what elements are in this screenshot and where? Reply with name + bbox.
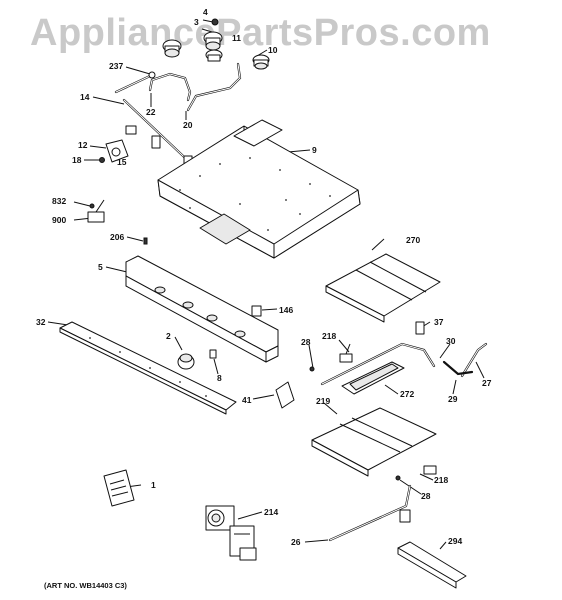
callout-29: 29	[448, 394, 458, 404]
knob-2	[177, 353, 195, 370]
callout-10: 10	[268, 45, 278, 55]
grate-219	[311, 407, 437, 477]
callout-2: 2	[166, 331, 171, 341]
screw-206	[143, 237, 148, 245]
tube-27	[442, 342, 488, 378]
callout-4: 4	[203, 7, 208, 17]
control-panel-5	[125, 255, 279, 363]
clip-146	[251, 305, 262, 317]
callout-9: 9	[312, 145, 317, 155]
callout-22: 22	[146, 107, 156, 117]
cover-41	[275, 381, 295, 409]
callout-12: 12	[78, 140, 88, 150]
callout-14: 14	[80, 92, 90, 102]
callout-5: 5	[98, 262, 103, 272]
callout-28-lower: 28	[421, 491, 431, 501]
callout-26: 26	[291, 537, 301, 547]
callout-37: 37	[434, 317, 444, 327]
callout-272: 272	[400, 389, 415, 399]
callout-832: 832	[52, 196, 67, 206]
igniter-218-lower	[395, 465, 437, 481]
callout-1: 1	[151, 480, 156, 490]
burner-tube-30	[320, 321, 436, 386]
screw-4	[211, 18, 219, 26]
strip-294	[397, 541, 467, 589]
callout-3: 3	[194, 17, 199, 27]
rod-26	[328, 484, 412, 542]
gas-tube-22	[148, 72, 192, 102]
callout-294: 294	[448, 536, 463, 546]
callout-20: 20	[183, 120, 193, 130]
callout-900: 900	[52, 215, 67, 225]
art-number: (ART NO. WB14403 C3)	[44, 581, 127, 590]
burner-valve-left	[162, 39, 182, 58]
callout-15: 15	[117, 157, 127, 167]
burner-box-pan-9	[157, 119, 361, 259]
callout-18: 18	[72, 155, 82, 165]
callout-8: 8	[217, 373, 222, 383]
callout-218-lower: 218	[434, 475, 449, 485]
callout-32: 32	[36, 317, 46, 327]
callout-214: 214	[264, 507, 279, 517]
callout-219: 219	[316, 396, 331, 406]
callout-206: 206	[110, 232, 125, 242]
gas-tube-20	[186, 62, 242, 112]
callout-11: 11	[232, 33, 241, 43]
callout-30: 30	[446, 336, 456, 346]
regulator-214	[205, 505, 257, 561]
trim-strip-32	[59, 321, 237, 415]
callout-27: 27	[482, 378, 492, 388]
orifice-holder-12	[99, 139, 129, 163]
label-card-1	[103, 469, 135, 507]
heat-shield-270	[325, 253, 441, 323]
burner-272	[341, 361, 405, 395]
callout-270: 270	[406, 235, 421, 245]
burner-valve-right	[252, 54, 270, 70]
spring-8	[209, 349, 217, 359]
callout-28-upper: 28	[301, 337, 311, 347]
bracket-900	[87, 199, 105, 223]
burner-valve-center	[203, 31, 223, 62]
callout-237: 237	[109, 61, 124, 71]
callout-41: 41	[242, 395, 252, 405]
callout-218-upper: 218	[322, 331, 337, 341]
igniter-218-upper	[309, 343, 353, 372]
callout-146: 146	[279, 305, 294, 315]
